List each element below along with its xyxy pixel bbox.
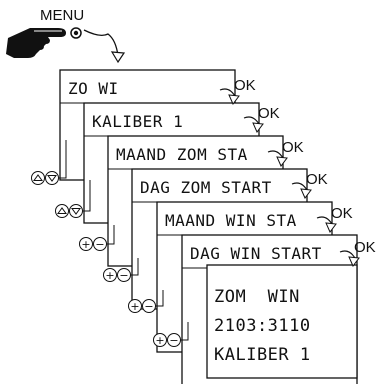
screen-4-label: DAG ZOM START [140,178,272,197]
ok-label: OK [354,239,376,256]
ok-label: OK [234,77,256,94]
screen-5-label: MAAND WIN STA [165,211,297,230]
minus-button-icon[interactable]: − [118,269,131,283]
plus-label: + [155,334,164,347]
plus-button-icon[interactable]: + [104,269,117,283]
final-line-1: ZOM WIN [214,287,300,307]
plus-button-icon[interactable]: + [80,238,93,252]
screen-3-label: MAAND ZOM STA [116,145,248,164]
plus-button-icon[interactable]: + [154,334,167,348]
up-arrow-button-icon[interactable] [56,205,69,218]
final-line-3: KALIBER 1 [214,345,311,365]
screen-2-label: KALIBER 1 [92,112,183,131]
ok-label: OK [306,171,328,188]
down-arrow-button-icon[interactable] [70,205,83,218]
menu-label: MENU [40,7,84,24]
plus-label: + [81,238,90,251]
up-arrow-button-icon[interactable] [32,172,45,185]
minus-button-icon[interactable]: − [143,300,156,314]
minus-button-icon[interactable]: − [168,334,181,348]
menu-arrow-icon [84,30,124,62]
final-screen: ZOM WIN 2103:3110 KALIBER 1 [207,265,357,378]
plus-button-icon[interactable]: + [129,300,142,314]
minus-button-icon[interactable]: − [94,238,107,252]
down-arrow-button-icon[interactable] [46,172,59,185]
ok-label: OK [331,205,353,222]
screen-1-label: ZO WI [68,79,119,98]
minus-label: − [119,269,128,282]
minus-label: − [144,300,153,313]
hand-pointer-icon [6,28,81,58]
plus-label: + [130,300,139,313]
ok-label: OK [282,139,304,156]
minus-label: − [169,334,178,347]
final-line-2: 2103:3110 [214,316,311,336]
plus-label: + [105,269,114,282]
minus-label: − [95,238,104,251]
ok-label: OK [258,105,280,122]
screen-6-label: DAG WIN START [190,244,322,263]
